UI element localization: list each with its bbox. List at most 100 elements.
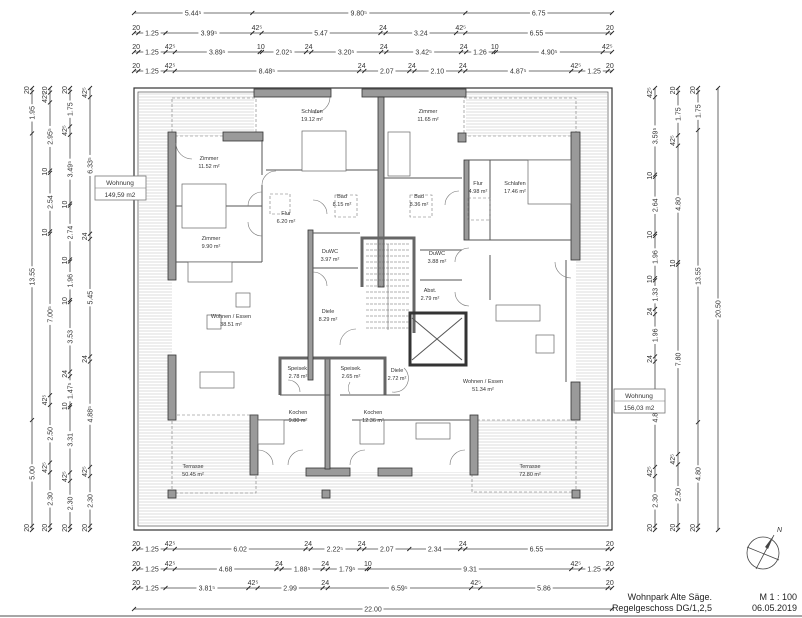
staircase: [366, 243, 410, 330]
dimension-tick: [131, 10, 137, 16]
dimension-tick: [131, 606, 137, 612]
dimension-label: 5.00: [30, 466, 37, 480]
dimension-label: 3.89⁵: [209, 50, 226, 57]
dimension-label: 1.25: [587, 69, 601, 76]
dimension-tick: [364, 566, 370, 572]
dimension-tick: [383, 30, 388, 36]
dimension-tick: [67, 89, 73, 95]
dimension-label: 24: [647, 308, 654, 316]
dimension-label: 42⁵: [62, 125, 69, 136]
dimension-label: 6.75: [532, 11, 546, 18]
dimension-tick: [87, 527, 93, 533]
dimension-tick: [320, 566, 325, 572]
dimension-label: 2.54: [48, 195, 55, 209]
room-area: 2.65 m²: [342, 374, 361, 380]
dimension-tick: [609, 585, 615, 591]
dimension-label: 20: [606, 63, 614, 70]
dimension-chain-left: 201.7542⁵3.49⁵102.74101.96103.53241.47⁵1…: [62, 85, 75, 533]
dimension-chain-top: 201.2542⁵3.89⁵102.02⁵243.20⁵243.42⁵241.2…: [131, 44, 615, 57]
building-footprint: [172, 90, 576, 472]
terrace-column: [571, 489, 581, 499]
dimension-chain-right: 42⁵3.59⁵102.64101.96101.33241.96244.88⁵4…: [647, 85, 660, 533]
dimension-tick: [695, 85, 701, 91]
dimension-label: 1.96: [68, 274, 75, 288]
room-name: Kochen: [364, 410, 383, 416]
balcony-top-left-outline: [171, 97, 257, 137]
dimension-tick: [163, 566, 168, 572]
dimension-tick: [609, 606, 615, 612]
room-area: 50.45 m²: [182, 472, 204, 478]
dimension-tick: [695, 89, 701, 95]
dimension-label: 8.48⁵: [259, 69, 276, 76]
dimension-label: 10: [647, 172, 654, 180]
dimension-label: 3.59⁵: [653, 128, 660, 145]
dimension-label: 24: [460, 44, 468, 51]
dimension-label: 10: [62, 402, 69, 410]
dimension-tick: [47, 460, 53, 465]
dimension-tick: [136, 49, 141, 55]
dimension-label: 1.96: [653, 328, 660, 342]
dimension-label: 10: [670, 259, 677, 267]
shower: [467, 197, 491, 221]
dimension-label: 42⁵: [62, 471, 69, 482]
dimension-tick: [695, 419, 701, 425]
room-name: Zimmer: [200, 156, 219, 162]
dimension-tick: [609, 49, 615, 55]
dimension-label: 2.30: [68, 497, 75, 511]
dimension-tick: [131, 68, 137, 74]
dimension-tick: [463, 49, 469, 55]
dimension-label: 4.80: [676, 197, 683, 211]
dimension-label: 42⁵: [82, 87, 89, 98]
dimension-label: 2.10: [431, 69, 445, 76]
dimension-tick: [457, 546, 463, 552]
dimension-label: 3.49⁵: [68, 161, 75, 178]
dimension-tick: [274, 566, 279, 572]
dimension-label: 20: [62, 86, 69, 94]
dimension-tick: [255, 585, 260, 591]
dimension-tick: [303, 49, 309, 55]
kitchen-island: [257, 419, 285, 445]
shower: [334, 194, 358, 218]
dimension-label: 2.34: [428, 547, 442, 554]
bed: [527, 159, 572, 205]
dimension-tick: [675, 451, 681, 457]
dimension-label: 5.86: [537, 586, 551, 593]
dimension-tick: [87, 359, 93, 364]
dimension-label: 1.75: [696, 104, 703, 118]
dimension-label: 20: [82, 524, 89, 532]
dimension-label: 24: [304, 541, 312, 548]
dimension-tick: [578, 566, 583, 572]
dimension-label: 20: [62, 524, 69, 532]
wardrobe: [187, 261, 233, 283]
dimension-label: 10: [491, 44, 499, 51]
apartment-label: Wohnung: [106, 180, 134, 187]
room-area: 8.36 m²: [410, 202, 429, 208]
dimension-label: 42⁵: [42, 395, 49, 406]
room-area: 9.80 m²: [289, 418, 308, 424]
apartment-label: Wohnung: [625, 393, 653, 400]
dimension-label: 4.87⁵: [510, 69, 527, 76]
dimension-tick: [131, 585, 137, 591]
dimension-tick: [67, 478, 73, 484]
room-name: Wohnen / Essen: [463, 379, 503, 385]
dimension-tick: [246, 585, 251, 591]
terrace-column: [167, 489, 177, 499]
dimension-label: 2.95⁵: [48, 128, 55, 145]
dimension-label: 3.81⁵: [199, 586, 216, 593]
dimension-label: 24: [408, 63, 416, 70]
dimension-tick: [131, 546, 137, 552]
dimension-label: 2.99: [283, 586, 297, 593]
dimension-label: 1.26: [473, 50, 487, 57]
dimension-tick: [491, 49, 496, 55]
dimension-tick: [250, 30, 255, 36]
dimension-label: 42⁵: [571, 63, 582, 70]
